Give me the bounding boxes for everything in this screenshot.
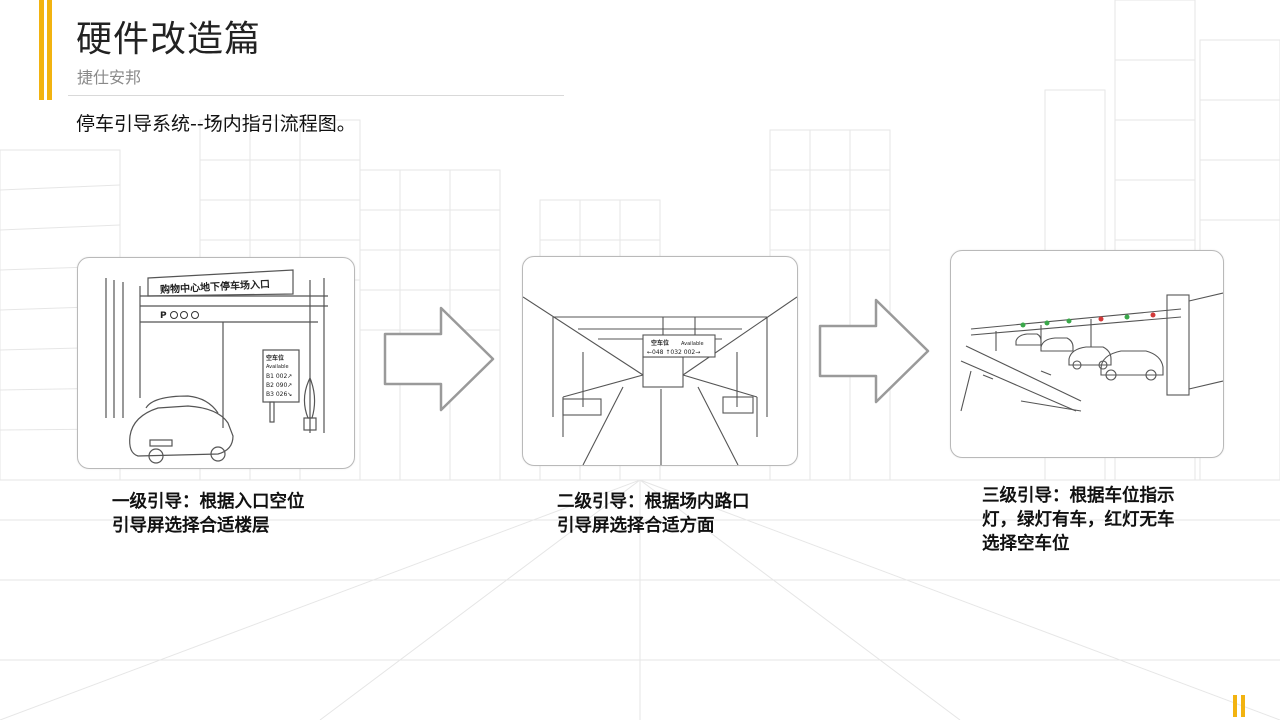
- header-divider: [68, 95, 564, 96]
- step-3-illustration: [950, 250, 1224, 458]
- screen-row: B2 090↗: [266, 382, 292, 389]
- page-subtitle: 捷仕安邦: [77, 64, 141, 88]
- corner-accent-bar: [1241, 695, 1245, 717]
- screen-row: B3 026↘: [266, 391, 292, 398]
- step-2-caption: 二级引导：根据场内路口 引导屏选择合适方面: [557, 490, 787, 538]
- caption-line: 一级引导：根据入口空位: [112, 490, 342, 514]
- no-entry-icon: [171, 312, 178, 319]
- caption-line: 三级引导：根据车位指示: [982, 484, 1212, 508]
- caption-line: 选择空车位: [982, 532, 1212, 556]
- accent-bar: [47, 0, 52, 100]
- step-1-illustration: 购物中心地下停车场入口 P 空车位 Available B1 002↗ B2 0…: [77, 257, 355, 469]
- slide-description: 停车引导系统--场内指引流程图。: [76, 109, 356, 136]
- accent-bar: [39, 0, 44, 100]
- screen-title: 空车位: [266, 354, 284, 362]
- entrance-sign-text: 购物中心地下停车场入口: [160, 277, 271, 296]
- no-entry-icon: [181, 312, 188, 319]
- page-title: 硬件改造篇: [76, 10, 261, 62]
- green-indicator-light: [1067, 319, 1072, 324]
- corner-accent-bar: [1233, 695, 1237, 717]
- caption-line: 引导屏选择合适方面: [557, 514, 787, 538]
- right-arrow-icon: [383, 306, 495, 412]
- screen-title: 空车位: [651, 339, 669, 347]
- caption-line: 引导屏选择合适楼层: [112, 514, 342, 538]
- screen-subtitle: Available: [266, 364, 289, 370]
- caption-line: 灯，绿灯有车，红灯无车: [982, 508, 1212, 532]
- step-3-caption: 三级引导：根据车位指示 灯，绿灯有车，红灯无车 选择空车位: [982, 484, 1212, 556]
- right-arrow-icon: [818, 298, 930, 404]
- green-indicator-light: [1045, 321, 1050, 326]
- screen-subtitle: Available: [681, 341, 704, 347]
- screen-row: B1 002↗: [266, 373, 292, 380]
- caption-line: 二级引导：根据场内路口: [557, 490, 787, 514]
- parking-icon: P: [160, 311, 167, 321]
- red-indicator-light: [1099, 317, 1104, 322]
- green-indicator-light: [1021, 323, 1026, 328]
- red-indicator-light: [1151, 313, 1156, 318]
- step-2-illustration: 空车位 Available ←048 ↑032 002→: [522, 256, 798, 466]
- green-indicator-light: [1125, 315, 1130, 320]
- screen-row: ←048 ↑032 002→: [647, 349, 700, 356]
- no-entry-icon: [192, 312, 199, 319]
- step-1-caption: 一级引导：根据入口空位 引导屏选择合适楼层: [112, 490, 342, 538]
